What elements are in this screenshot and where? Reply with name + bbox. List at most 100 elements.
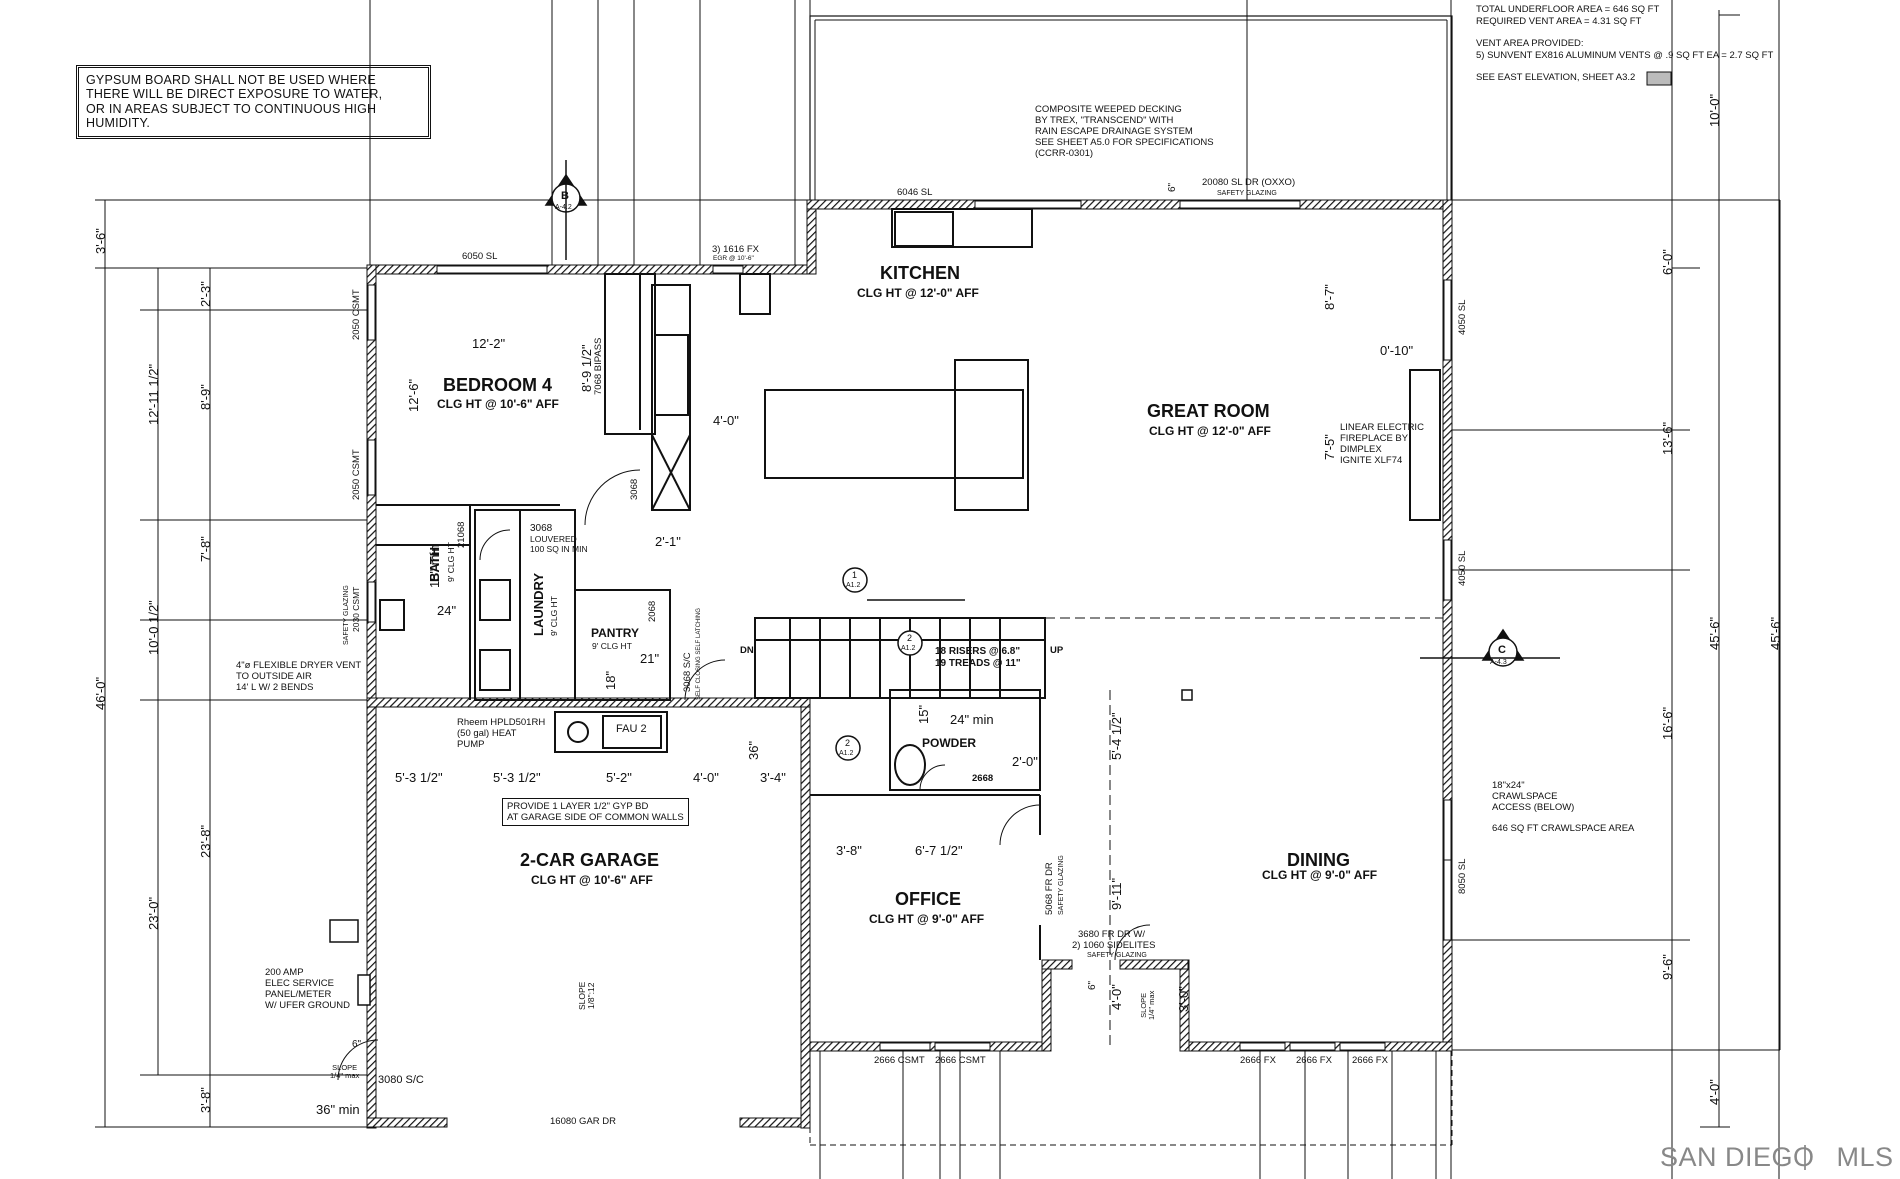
stairs-up: UP xyxy=(1050,645,1064,656)
window-2666-b: 2666 CSMT xyxy=(935,1055,986,1066)
room-dining: DINING xyxy=(1287,850,1350,870)
window-4050-b: 4050 SL xyxy=(1457,550,1468,586)
gypsum-line: THERE WILL BE DIRECT EXPOSURE TO WATER, xyxy=(86,87,383,102)
dim-right-16-6: 16'-6" xyxy=(1660,706,1675,740)
dim-garage-2: 5'-3 1/2" xyxy=(493,770,541,785)
window-4050-a: 4050 SL xyxy=(1457,299,1468,335)
vent-see-east: SEE EAST ELEVATION, SHEET A3.2 xyxy=(1476,72,1636,83)
clg-laundry: 9' CLG HT xyxy=(549,596,559,636)
louvered-line: LOUVERED xyxy=(530,534,577,544)
room-great-room: GREAT ROOM xyxy=(1147,401,1270,421)
heat-pump-note: Rheem HPLD501RH (50 gal) HEAT PUMP xyxy=(457,717,545,750)
gyp-line: AT GARAGE SIDE OF COMMON WALLS xyxy=(507,812,684,823)
fireplace-line: LINEAR ELECTRIC xyxy=(1340,422,1424,433)
slope-text: 1/4" max xyxy=(1146,990,1156,1020)
dim-counter: 2'-1" xyxy=(655,534,681,549)
dim-15-bath: 15" min xyxy=(427,544,442,588)
fireplace-line: IGNITE XLF74 xyxy=(1340,455,1403,466)
dim-left-46-0: 46'-0" xyxy=(93,676,108,710)
clg-dining: CLG HT @ 9'-0" AFF xyxy=(1262,868,1378,882)
door-3068-sc-note: SELF CLOSING SELF LATCHING xyxy=(696,608,702,700)
decking-line: RAIN ESCAPE DRAINAGE SYSTEM xyxy=(1035,126,1193,137)
elec-line: ELEC SERVICE xyxy=(265,978,334,989)
vent-list: 5) SUNVENT EX816 ALUMINUM VENTS @ .9 SQ … xyxy=(1476,50,1774,61)
dim-right-45-6-a: 45'-6" xyxy=(1707,616,1722,650)
dim-step-6-b: 6" xyxy=(1087,980,1098,990)
slope-text: 1/4" max xyxy=(330,1070,360,1080)
window-2050-b: 2050 CSMT xyxy=(351,449,362,500)
dim-garage-4: 4'-0" xyxy=(693,770,719,785)
garage-gyp-note: PROVIDE 1 LAYER 1/2" GYP BD AT GARAGE SI… xyxy=(502,798,689,826)
logo-left: SAN DIEGO xyxy=(1660,1142,1815,1172)
dim-fireplace-offset: 0'-10" xyxy=(1380,343,1414,358)
clg-great-room: CLG HT @ 12'-0" AFF xyxy=(1149,424,1271,438)
door-20080-note: SAFETY GLAZING xyxy=(1217,190,1277,197)
section-b-letter: B xyxy=(561,190,569,202)
vent-notes: TOTAL UNDERFLOOR AREA = 646 SQ FT REQUIR… xyxy=(1476,4,1773,84)
dim-36-clear: 36" xyxy=(746,740,761,760)
detail-1-ref: A1.2 xyxy=(846,582,861,589)
window-2666-a: 2666 CSMT xyxy=(874,1055,925,1066)
heat-pump-line: (50 gal) HEAT xyxy=(457,728,517,739)
window-6050: 6050 SL xyxy=(462,251,498,262)
door-3080: 3080 S/C xyxy=(378,1074,424,1086)
heat-pump-line: PUMP xyxy=(457,739,485,750)
fau-label: FAU 2 xyxy=(616,723,647,735)
gypsum-line: GYPSUM BOARD SHALL NOT BE USED WHERE xyxy=(86,73,376,87)
dim-closet: 8'-9 1/2" xyxy=(579,344,594,392)
dim-right-4-0: 4'-0" xyxy=(1707,1079,1722,1105)
window-1616: 3) 1616 FX xyxy=(712,244,759,255)
window-2666-fx-1: 2666 FX xyxy=(1240,1055,1276,1066)
room-pantry: PANTRY xyxy=(591,626,639,640)
detail-2-num: 2 xyxy=(907,633,913,643)
gypsum-line: HUMIDITY. xyxy=(86,116,151,131)
section-c-ref: A-4.3 xyxy=(1490,659,1507,666)
fireplace-note: LINEAR ELECTRIC FIREPLACE BY DIMPLEX IGN… xyxy=(1340,422,1424,466)
window-1616-note: EGR @ 10'-6" xyxy=(713,255,754,262)
slope-garage-door: SLOPE 1/4" max xyxy=(330,1064,359,1079)
dim-left-23-0: 23'-0" xyxy=(146,896,161,930)
stairs-note: 18 RISERS @ 6.8" 19 TREADS @ 11" xyxy=(935,646,1021,670)
decking-line: SEE SHEET A5.0 FOR SPECIFICATIONS xyxy=(1035,137,1214,148)
louvered-line: 3068 xyxy=(530,523,553,534)
mls-logo: SAN DIEGO MLS xyxy=(1660,1142,1894,1173)
dim-garage-5: 3'-4" xyxy=(760,770,786,785)
dim-entry-3-0: 3'-0" xyxy=(1176,986,1191,1012)
dim-office-3-8: 3'-8" xyxy=(836,843,862,858)
window-2030-note: SAFETY GLAZING xyxy=(343,585,350,645)
elec-line: 200 AMP xyxy=(265,967,304,978)
dim-right-10-0: 10'-0" xyxy=(1707,93,1722,127)
detail-2-ref: A1.2 xyxy=(901,645,916,652)
window-2030: 2030 CSMT xyxy=(351,586,361,632)
window-2050-a: 2050 CSMT xyxy=(351,289,362,340)
dim-entry-4-0: 4'-0" xyxy=(1109,984,1124,1010)
dim-powder-2-0: 2'-0" xyxy=(1012,754,1038,769)
logo-right: MLS xyxy=(1836,1142,1894,1172)
dryer-note: 4"ø FLEXIBLE DRYER VENT TO OUTSIDE AIR 1… xyxy=(236,660,361,693)
dim-left-12-11: 12'-11 1/2" xyxy=(146,363,161,425)
dryer-line: TO OUTSIDE AIR xyxy=(236,671,312,682)
slope-text: SLOPE xyxy=(332,1063,358,1072)
clg-bedroom-4: CLG HT @ 10'-6" AFF xyxy=(437,397,559,411)
door-5068: 5068 FR DR xyxy=(1044,862,1055,915)
dryer-line: 4"ø FLEXIBLE DRYER VENT xyxy=(236,660,362,671)
detail-3-ref: A1.2 xyxy=(839,750,854,757)
decking-note: COMPOSITE WEEPED DECKING BY TREX, "TRANS… xyxy=(1035,104,1214,159)
door-2068: 2068 xyxy=(647,600,658,622)
gyp-line: PROVIDE 1 LAYER 1/2" GYP BD xyxy=(507,801,649,812)
dim-left-3-8: 3'-8" xyxy=(198,1087,213,1113)
heat-pump-line: Rheem HPLD501RH xyxy=(457,717,546,728)
room-garage: 2-CAR GARAGE xyxy=(520,850,660,870)
detail-1-num: 1 xyxy=(852,570,858,580)
gypsum-note: GYPSUM BOARD SHALL NOT BE USED WHERE THE… xyxy=(76,65,431,139)
detail-3-num: 2 xyxy=(845,738,851,748)
door-7068: 7068 BIPASS xyxy=(593,337,604,395)
door-5068-note: SAFETY GLAZING xyxy=(1058,855,1065,915)
decking-line: (CCRR-0301) xyxy=(1035,148,1094,159)
window-2666-fx-2: 2666 FX xyxy=(1296,1055,1332,1066)
dim-dining-5-4: 5'-4 1/2" xyxy=(1109,712,1124,760)
dim-left-7-8: 7'-8" xyxy=(198,536,213,562)
dim-right-9-6: 9'-6" xyxy=(1660,954,1675,980)
vent-required: REQUIRED VENT AREA = 4.31 SQ FT xyxy=(1476,16,1642,27)
